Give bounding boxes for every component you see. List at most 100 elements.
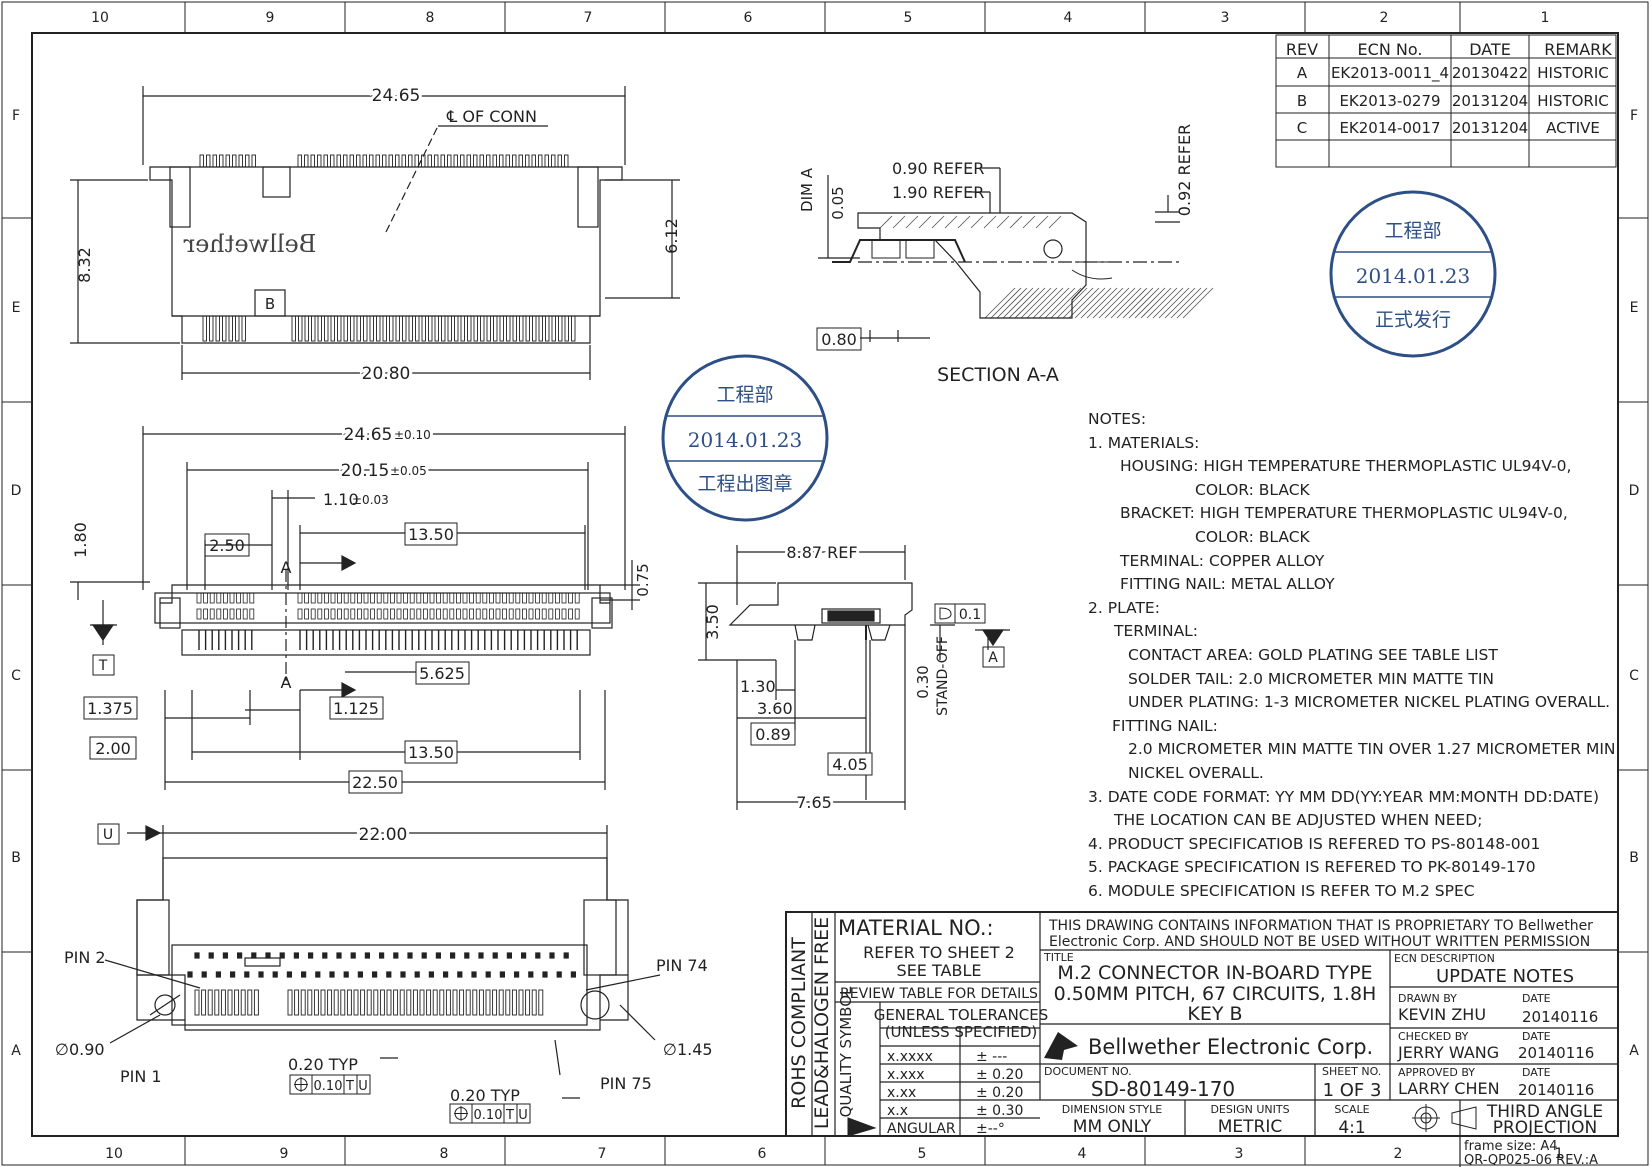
dimension-style-label: DIMENSION STYLE	[1062, 1103, 1163, 1116]
front-dim-1375: 1.375	[87, 699, 133, 718]
stamp-right-date: 2014.01.23	[1356, 264, 1471, 288]
zone-row-label: C	[1629, 668, 1639, 684]
zone-col-label: 8	[426, 10, 435, 26]
zone-row-label: A	[1629, 1043, 1639, 1059]
approval-stamp-right: 工程部 2014.01.23 正式发行	[1329, 190, 1497, 358]
note-line: 2. PLATE:	[1088, 598, 1160, 617]
stamp-center-dept: 工程部	[716, 384, 773, 406]
position-datum-t-1: T	[345, 1079, 354, 1094]
note-line: CONTACT AREA: GOLD PLATING SEE TABLE LIS…	[1128, 645, 1498, 664]
note-line: HOUSING: HIGH TEMPERATURE THERMOPLASTIC …	[1120, 457, 1572, 476]
rev-header-date: DATE	[1469, 40, 1511, 59]
revision-cell: A	[1297, 64, 1308, 82]
front-dim-2250-box	[348, 770, 403, 794]
zone-col-label: 10	[91, 10, 109, 26]
zone-row-label: E	[12, 300, 21, 316]
side-dim-405-box	[827, 752, 873, 776]
zone-col-label: 8	[440, 1146, 449, 1162]
side-dim-350: 3.50	[703, 604, 722, 640]
top-dim-bottom: 20.80	[362, 364, 411, 384]
rev-header-remark: REMARK	[1544, 40, 1612, 59]
side-dim-360: 3.60	[757, 699, 793, 718]
approval-stamp-center: 工程部 2014.01.23 工程出图章	[661, 354, 829, 522]
front-dim-180: 1.80	[71, 522, 90, 558]
revision-cell: ACTIVE	[1546, 119, 1600, 137]
title-label: TITLE	[1043, 951, 1074, 964]
front-dim-t2: ±0.05	[390, 464, 427, 478]
front-dim-t1: ±0.10	[394, 428, 431, 442]
front-view	[70, 426, 640, 790]
pitch-typ-label-2: 0.20 TYP	[450, 1086, 520, 1105]
datum-t-box	[92, 654, 115, 676]
tolerance-format: x.xx	[887, 1085, 916, 1101]
front-dim-w1: 24.65	[344, 425, 393, 445]
general-tolerances: GENERAL TOLERANCES	[874, 1006, 1049, 1024]
tolerance-value: ± ---	[976, 1049, 1007, 1065]
checked-date-label: DATE	[1522, 1030, 1551, 1043]
stamp-center-date: 2014.01.23	[688, 428, 803, 452]
zone-col-label: 1	[1541, 10, 1550, 26]
front-dim-w2: 20.15	[341, 461, 390, 481]
side-dim-standoff: 0.30	[914, 665, 932, 698]
section-dim-080: 0.80	[821, 330, 857, 349]
key-b-mark: B	[265, 295, 275, 313]
section-dim-a: DIM A	[798, 167, 816, 212]
zone-col-label: 3	[1235, 1146, 1244, 1162]
zone-col-label: 9	[266, 10, 275, 26]
note-line: FITTING NAIL: METAL ALLOY	[1120, 575, 1335, 594]
bottom-dim-2200: 22.00	[359, 825, 408, 845]
note-line: NICKEL OVERALL.	[1128, 763, 1264, 782]
approved-by-label: APPROVED BY	[1398, 1066, 1475, 1079]
section-dim-080-box	[816, 327, 862, 351]
document-no-label: DOCUMENT NO.	[1044, 1065, 1132, 1078]
datum-t: T	[98, 658, 108, 674]
zone-row-label: B	[11, 850, 21, 866]
front-dim-5625: 5.625	[419, 664, 465, 683]
pitch-typ-label-1: 0.20 TYP	[288, 1055, 358, 1074]
section-dim-r2: 1.90 REFER	[892, 183, 984, 202]
top-dim-inner-height: 6.12	[662, 218, 681, 254]
pin-2-label: PIN 2	[64, 948, 106, 967]
projection-line-1: THIRD ANGLE	[1486, 1102, 1603, 1122]
front-dim-1125-box	[329, 696, 384, 720]
sheet-no-label: SHEET NO.	[1322, 1065, 1381, 1078]
form-number: QR-QP025-06 REV.:A	[1464, 1153, 1598, 1167]
zone-col-label: 4	[1064, 10, 1073, 26]
revision-cell: HISTORIC	[1537, 92, 1609, 110]
zone-col-label: 10	[105, 1146, 123, 1162]
revision-cell: EK2013-0279	[1339, 92, 1440, 110]
note-line: THE LOCATION CAN BE ADJUSTED WHEN NEED;	[1114, 811, 1483, 830]
rev-header-rev: REV	[1286, 40, 1318, 59]
section-view	[818, 167, 1214, 342]
note-line: UNDER PLATING: 1-3 MICROMETER NICKEL PLA…	[1128, 693, 1611, 712]
zone-col-label: 7	[598, 1146, 607, 1162]
drawing-title-2: 0.50MM PITCH, 67 CIRCUITS, 1.8H	[1054, 983, 1377, 1005]
position-datum-t-2: T	[505, 1108, 514, 1123]
tolerance-value: ± 0.30	[976, 1103, 1023, 1119]
position-tol-2: 0.10	[474, 1108, 503, 1123]
notes-block: NOTES:1. MATERIALS:HOUSING: HIGH TEMPERA…	[1088, 408, 1616, 903]
zone-row-label: E	[1630, 300, 1639, 316]
zone-col-label: 1	[1555, 1146, 1564, 1162]
zone-col-label: 6	[758, 1146, 767, 1162]
tolerance-value: ±--°	[976, 1121, 1005, 1137]
front-dim-075: 0.75	[634, 563, 652, 596]
tolerance-format: x.xxxx	[887, 1049, 933, 1065]
checked-by-label: CHECKED BY	[1398, 1030, 1469, 1043]
revision-cell: B	[1297, 92, 1307, 110]
tolerance-format: ANGULAR	[887, 1121, 956, 1137]
company-logo	[1044, 1032, 1078, 1060]
note-line: 1. MATERIALS:	[1088, 433, 1200, 452]
stamp-center-status: 工程出图章	[697, 473, 792, 495]
zone-row-label: D	[1629, 483, 1640, 499]
frame-size: frame size: A4	[1464, 1139, 1558, 1154]
front-dim-1125: 1.125	[333, 699, 379, 718]
front-dim-1350b: 13.50	[408, 743, 454, 762]
position-tol-1: 0.10	[314, 1079, 343, 1094]
proprietary-line-1: THIS DRAWING CONTAINS INFORMATION THAT I…	[1048, 918, 1593, 934]
ecn-description: UPDATE NOTES	[1436, 966, 1574, 987]
unless-specified: (UNLESS SPECIFIED)	[885, 1023, 1038, 1041]
tolerance-format: x.xxx	[887, 1067, 925, 1083]
